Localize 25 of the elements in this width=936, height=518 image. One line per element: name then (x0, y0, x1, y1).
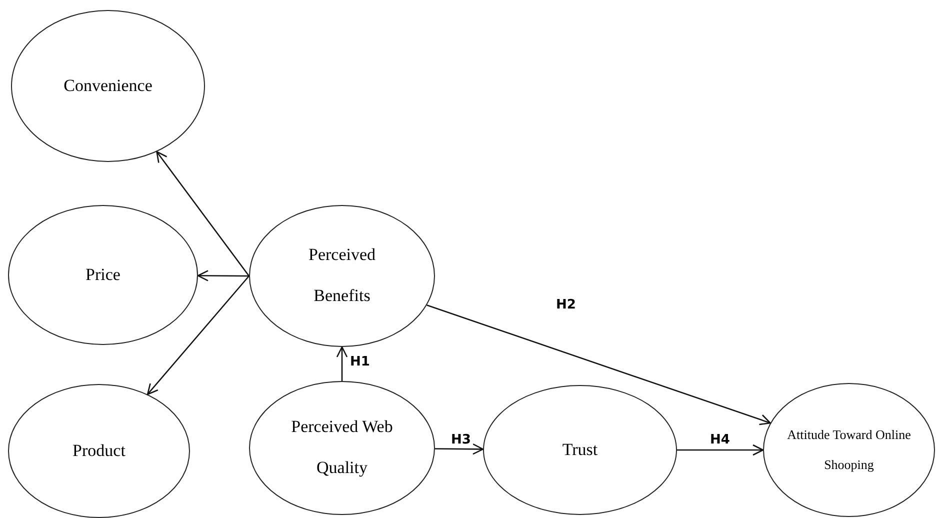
arrow (197, 270, 249, 282)
arrow (434, 443, 484, 455)
edge-label: H2 (554, 298, 578, 312)
edge-label: H3 (449, 434, 473, 446)
node-label: Attitude Toward Online Shooping (786, 426, 912, 474)
arrow (677, 444, 764, 456)
node-label: Perceived Web Quality (290, 416, 394, 479)
edge-label: H4 (708, 434, 732, 446)
ellipse-node (8, 205, 198, 345)
arrow (146, 276, 250, 395)
node-label: Product (72, 440, 126, 462)
edge-label: H1 (348, 356, 372, 368)
ellipse-node (8, 384, 190, 518)
node-label: Convenience (64, 74, 152, 97)
ellipse-node (249, 381, 435, 515)
arrow (156, 151, 250, 276)
ellipse-node (483, 385, 677, 515)
ellipse-node (11, 10, 205, 162)
arrow (426, 304, 771, 426)
arrow (336, 346, 348, 381)
node-label: Price (86, 264, 120, 286)
ellipse-node (763, 383, 935, 517)
node-label: Trust (562, 438, 598, 461)
ellipse-node (249, 205, 435, 347)
node-label: Perceived Benefits (307, 244, 377, 307)
